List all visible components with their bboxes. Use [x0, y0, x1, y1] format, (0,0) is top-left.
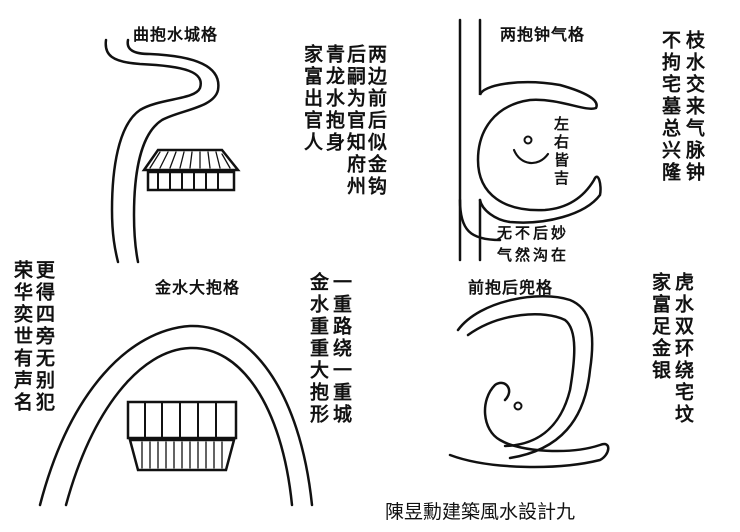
house-bottom-left: [126, 400, 238, 472]
bottom-row: 气然沟在: [497, 246, 570, 264]
panel-title-1: 曲抱水城格: [133, 25, 219, 44]
side-verse-column: 更得四旁无别犯: [33, 260, 55, 414]
side-verse-column: 荣华奕世有声名: [11, 260, 33, 414]
bottom-row: 无不后妙: [497, 224, 570, 242]
inner-label: 左右皆吉: [552, 116, 570, 188]
panel-title-2: 两抱钟气格: [500, 25, 586, 44]
verse-column: 家富足金银: [649, 272, 671, 382]
front-back-river: [448, 295, 610, 469]
great-arch-river: [38, 324, 314, 507]
caption: 陳昱勳建築風水設計九: [385, 501, 576, 523]
house-top-left: [141, 148, 241, 192]
verse-column: 金水重重大抱形: [307, 272, 329, 426]
panel-title-3: 金水大抱格: [155, 278, 241, 297]
verse-column: 不拘宅墓总兴隆: [659, 30, 681, 184]
verse-column: 枝水交来气脉钟: [683, 30, 705, 184]
verse-column: 虎水双环绕宅坟: [672, 272, 694, 426]
panel-title-4: 前抱后兜格: [468, 278, 554, 297]
verse-column: 后嗣为官知府州: [344, 44, 366, 198]
verse-column: 两边前后似金钩: [365, 44, 387, 198]
verse-column: 青龙水抱身: [323, 44, 345, 154]
embracing-river: [458, 18, 602, 262]
winding-river: [104, 38, 220, 264]
verse-column: 一重路绕一重城: [330, 272, 352, 426]
verse-column: 家富出官人: [301, 44, 323, 154]
